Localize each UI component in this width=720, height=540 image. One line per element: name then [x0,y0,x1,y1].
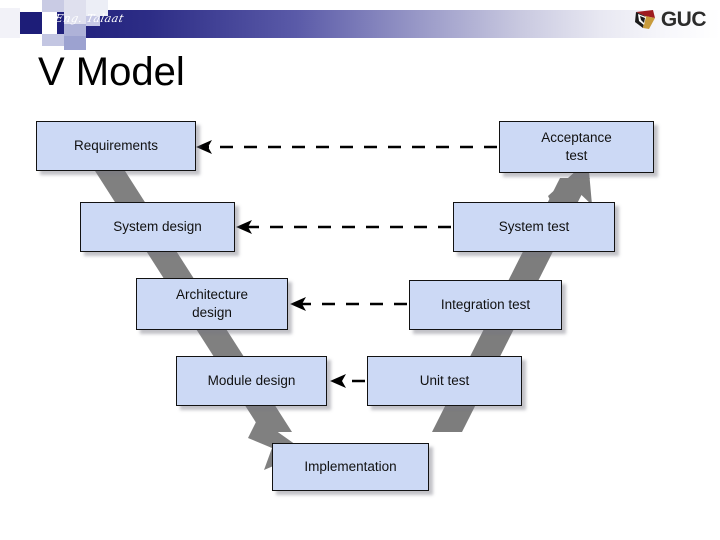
header-deco-square [64,24,86,36]
guc-logo: GUC [633,6,707,34]
node-system-design[interactable]: System design [80,202,235,252]
header-deco-square [86,16,100,26]
header-deco-square [64,36,86,50]
node-architecture-design[interactable]: Architecture design [136,278,288,330]
header-deco-square [86,0,108,16]
node-acceptance-test[interactable]: Acceptance test [499,121,654,173]
node-label: Module design [207,372,296,388]
arrowhead-icon [290,297,306,311]
node-requirements[interactable]: Requirements [36,121,196,171]
page-title: V Model [38,50,185,94]
arrowhead-icon [236,220,252,234]
node-label: Architecture design [175,286,249,320]
header-deco-square [64,0,86,24]
arrowhead-icon [330,374,346,388]
arrowhead-icon [196,140,212,154]
header-deco-square [0,8,20,38]
header-deco-square [42,34,64,46]
guc-logo-text: GUC [660,8,707,31]
node-label: Implementation [304,458,397,474]
node-system-test[interactable]: System test [453,202,615,252]
node-label: Unit test [419,372,470,388]
guc-emblem-icon [633,8,659,32]
node-label: Integration test [440,296,531,312]
header-deco-square [42,0,64,12]
node-module-design[interactable]: Module design [176,356,327,406]
node-label: System design [113,218,202,234]
header-gradient-bar [57,10,720,38]
node-label: System test [498,218,570,234]
node-unit-test[interactable]: Unit test [367,356,522,406]
node-label: Acceptance test [541,129,612,163]
node-implementation[interactable]: Implementation [272,443,429,491]
node-integration-test[interactable]: Integration test [409,280,562,330]
node-label: Requirements [73,137,159,153]
header-deco-square-navy [20,12,42,34]
